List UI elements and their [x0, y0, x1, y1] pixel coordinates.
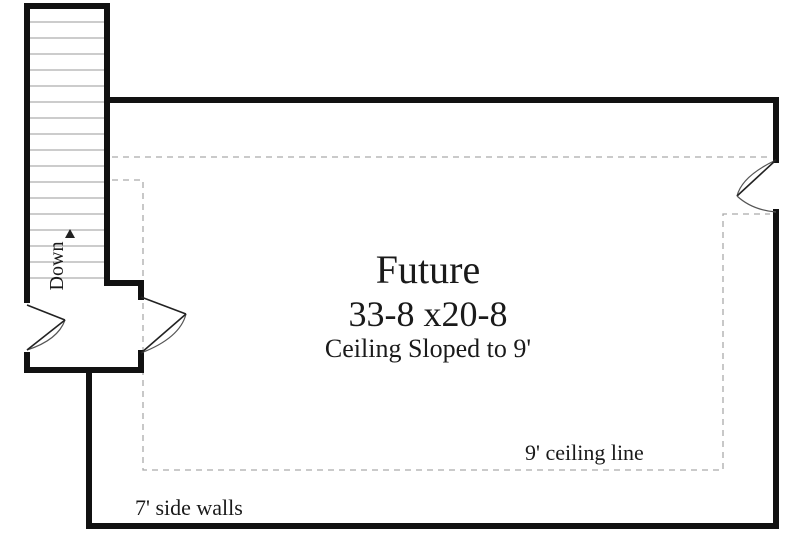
room-top-wall	[104, 97, 779, 163]
inner-ceiling-line	[112, 179, 770, 471]
side-walls-label: 7' side walls	[135, 495, 243, 520]
stair-wall	[24, 3, 110, 303]
landing-right-wall	[104, 97, 144, 300]
left-door	[26, 304, 66, 351]
right-door	[736, 159, 777, 213]
room-name: Future	[376, 247, 480, 292]
stair-arrow-icon	[65, 229, 75, 238]
doors	[26, 159, 777, 354]
ceiling-note: Ceiling Sloped to 9'	[325, 334, 531, 363]
ceiling-lines	[112, 156, 770, 471]
ceiling-line-label: 9' ceiling line	[525, 440, 644, 465]
room-right-wall	[86, 209, 779, 529]
stair-direction-label: Down	[46, 242, 68, 291]
landing-bottom-wall	[24, 352, 92, 373]
landing-room-door	[140, 296, 187, 354]
landing-right-wall-lower	[86, 350, 144, 373]
stair-treads	[30, 21, 104, 279]
walls	[24, 3, 779, 529]
room-dimensions: 33-8 x20-8	[349, 294, 508, 334]
